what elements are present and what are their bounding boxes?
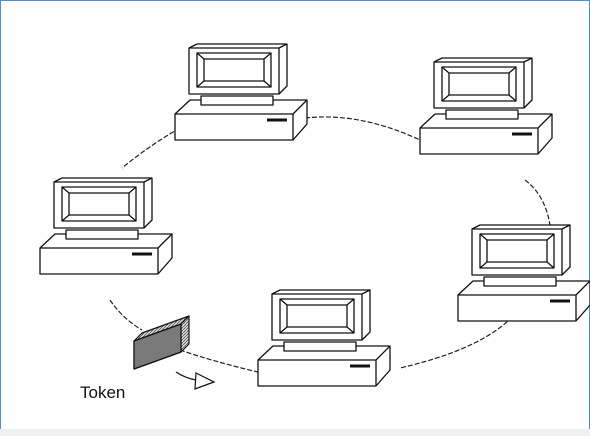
token-label: Token [80, 383, 126, 402]
token-packet-icon [133, 315, 190, 370]
computer-icon [418, 56, 554, 156]
frame-bottom-bar [0, 429, 590, 436]
ring-cable [109, 116, 551, 373]
direction-arrow-icon [175, 371, 216, 390]
computer-icon [456, 223, 590, 323]
computer-icon [38, 176, 174, 276]
computer-icon [256, 288, 392, 388]
computer-icon [173, 42, 309, 142]
